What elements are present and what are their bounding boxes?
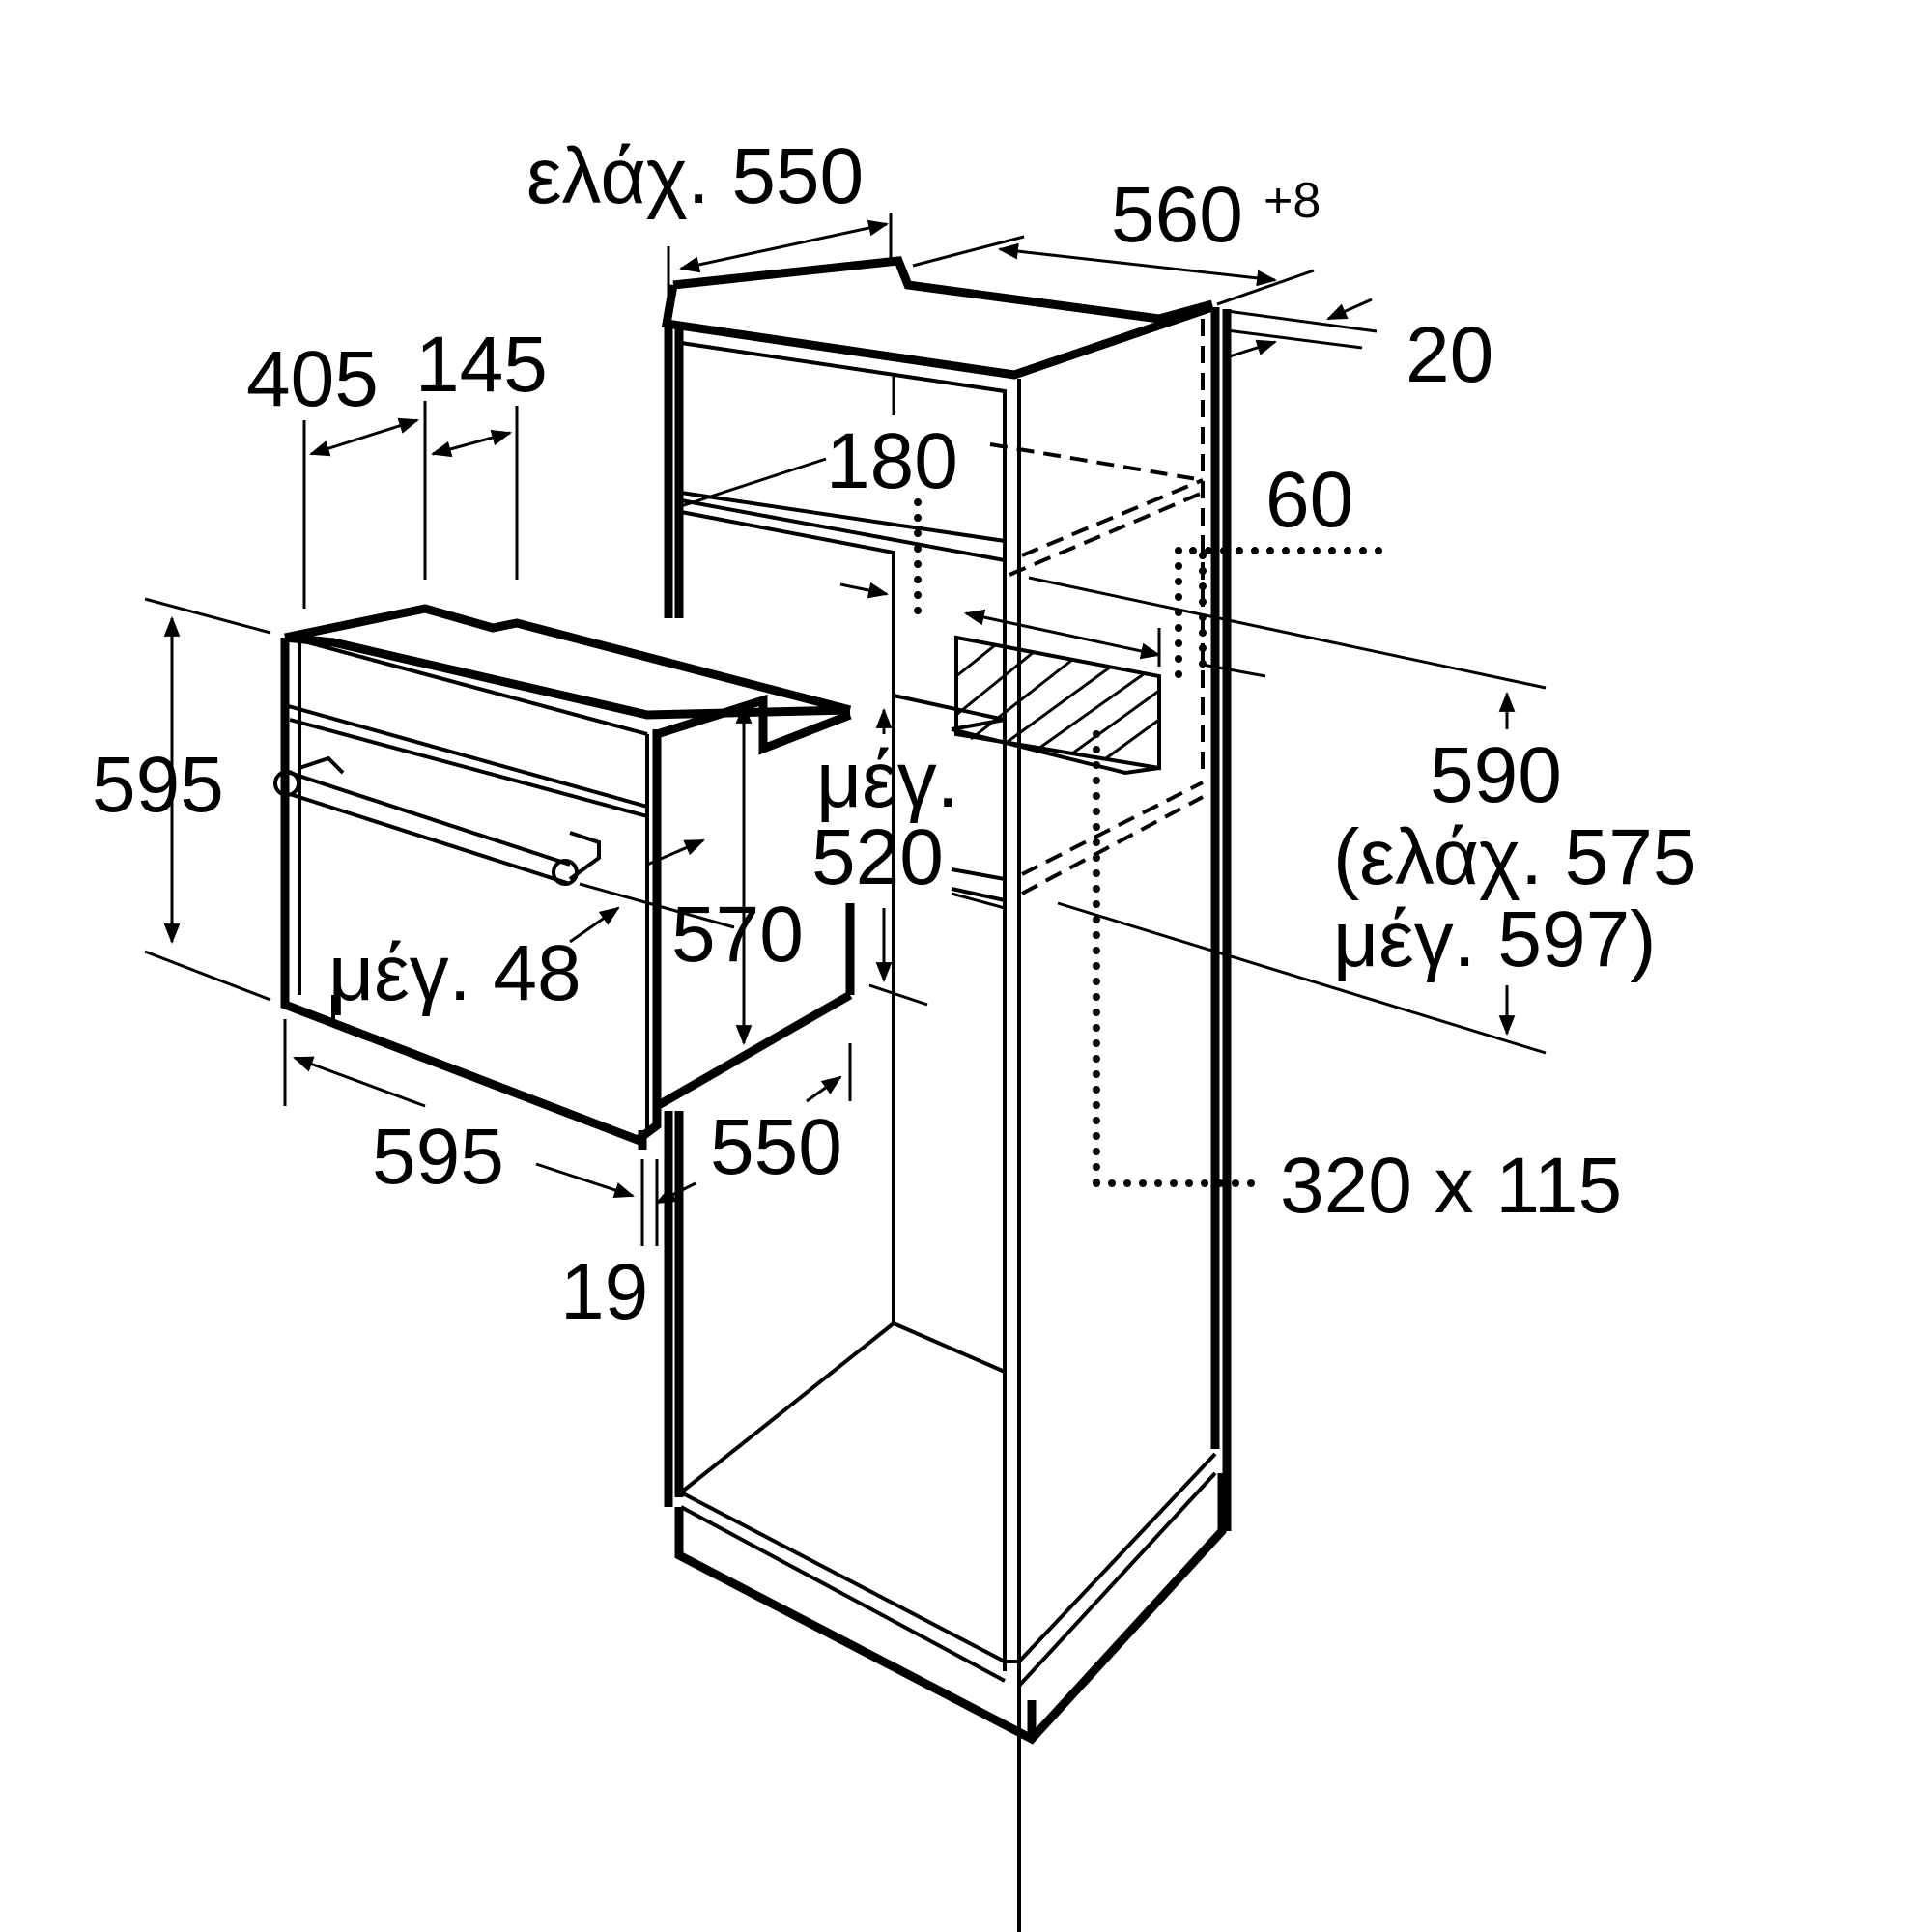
label-vent-opening: 320 x 115 bbox=[1280, 1142, 1622, 1230]
cabinet-drawing bbox=[661, 256, 1385, 1932]
label-panel-thickness: 20 bbox=[1406, 311, 1493, 399]
label-cabinet-width: 560 bbox=[1111, 171, 1243, 259]
label-niche-height: 590 bbox=[1430, 731, 1562, 819]
label-vent-depth: 60 bbox=[1265, 456, 1353, 544]
label-oven-top-front: 405 bbox=[246, 335, 379, 423]
label-shelf-gap-prefix: μέγ. bbox=[816, 736, 959, 824]
label-shelf-gap-value: 520 bbox=[811, 813, 944, 901]
label-oven-depth: 550 bbox=[710, 1103, 842, 1191]
label-niche-height-max: μέγ. 597) bbox=[1333, 895, 1657, 983]
oven-drawing bbox=[273, 604, 855, 1150]
label-niche-height-min: (ελάχ. 575 bbox=[1333, 813, 1696, 901]
label-cabinet-depth-min: ελάχ. 550 bbox=[526, 132, 864, 220]
label-oven-body-height: 570 bbox=[671, 891, 804, 979]
label-handle-clearance: μέγ. 48 bbox=[328, 929, 582, 1017]
dimension-lines bbox=[144, 213, 1547, 1246]
oven-handle bbox=[273, 755, 601, 886]
label-vent-height: 180 bbox=[826, 417, 958, 505]
label-oven-top-back: 145 bbox=[415, 321, 548, 409]
label-oven-width: 595 bbox=[372, 1113, 504, 1201]
label-front-thickness: 19 bbox=[560, 1248, 648, 1336]
label-cabinet-width-tolerance: +8 bbox=[1264, 173, 1321, 229]
label-oven-height: 595 bbox=[92, 741, 224, 829]
